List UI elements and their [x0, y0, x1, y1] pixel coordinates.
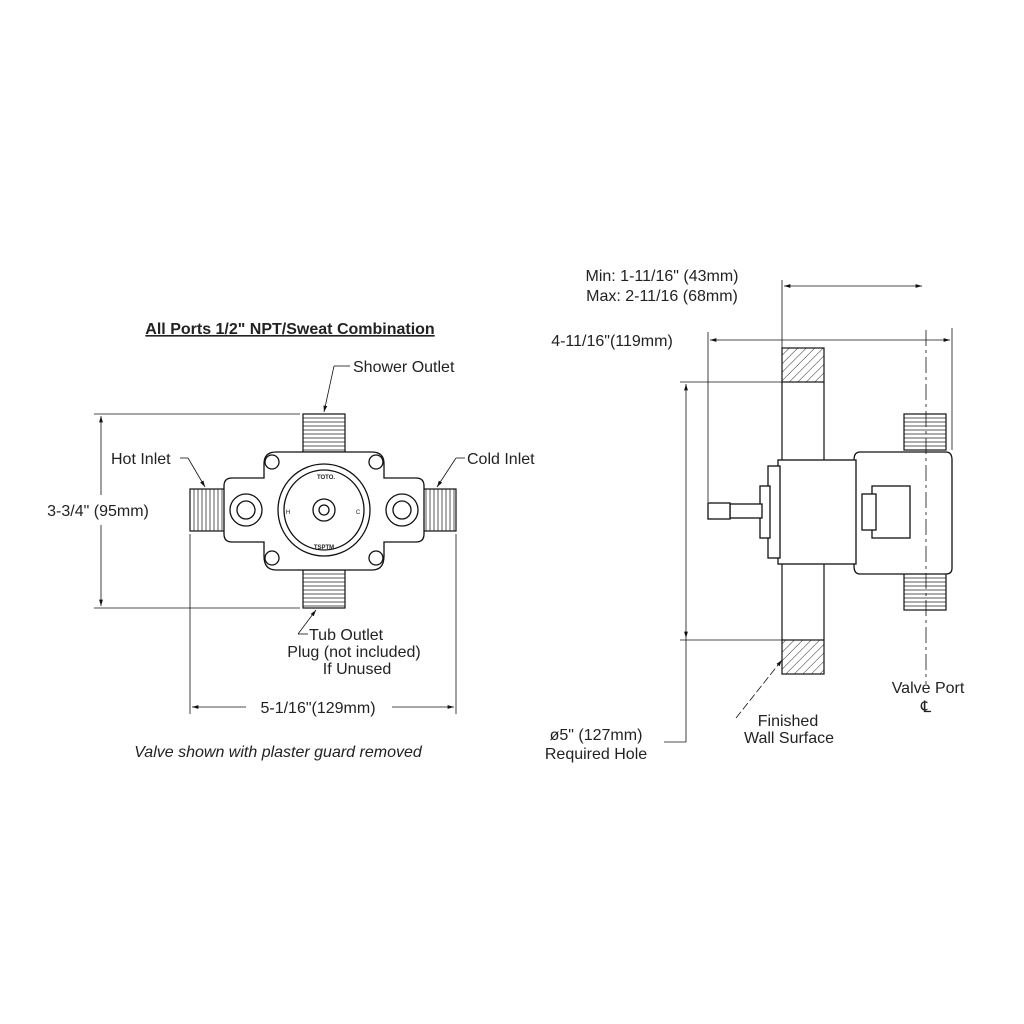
hole-dimension: ø5" (127mm)	[550, 727, 643, 744]
hot-inlet-label: Hot Inlet	[111, 451, 171, 468]
front-view: All Ports 1/2" NPT/Sweat Combination	[47, 321, 535, 761]
side-top-port	[903, 413, 947, 451]
depth-min: Min: 1-11/16" (43mm)	[586, 268, 739, 285]
valve-body-front: TOTO. TSPTM H C	[189, 413, 457, 609]
cold-inlet-label: Cold Inlet	[467, 451, 535, 468]
wall-leader	[735, 659, 783, 719]
cold-marking: C	[356, 510, 361, 516]
side-bottom-port	[903, 571, 947, 611]
plug-note-line-1: Plug (not included)	[287, 644, 420, 661]
front-view-title: All Ports 1/2" NPT/Sweat Combination	[145, 321, 434, 338]
shower-outlet-port	[302, 413, 346, 453]
side-view: Valve Port ℄ Min: 1-11/16" (43mm) Max: 2…	[545, 268, 965, 763]
tub-outlet-port	[302, 569, 346, 609]
shower-outlet-label: Shower Outlet	[353, 359, 455, 376]
depth-max: Max: 2-11/16 (68mm)	[586, 288, 738, 305]
cold-inlet-leader-2	[436, 457, 457, 488]
brand-marking: TOTO.	[317, 475, 335, 481]
wall-label-line-1: Finished	[758, 713, 818, 730]
hot-stop-bolt-inner	[236, 500, 256, 520]
side-port-boss-2	[861, 493, 877, 531]
stem	[729, 503, 763, 519]
plug-note-line-2: If Unused	[323, 661, 391, 678]
cold-stop-bolt-inner	[392, 500, 412, 520]
height-dimension: 3-3/4" (95mm)	[47, 503, 149, 520]
tub-outlet-leader-2	[297, 609, 317, 635]
wall-section-top	[781, 347, 825, 383]
stem-spline	[707, 502, 731, 520]
overall-dimension: 4-11/16"(119mm)	[551, 333, 673, 350]
bonnet	[777, 459, 857, 565]
hot-inlet-port	[189, 488, 229, 532]
valve-port-centerline-symbol: ℄	[920, 699, 932, 716]
mount-ear-br	[368, 550, 384, 566]
wall-label-line-2: Wall Surface	[744, 730, 834, 747]
wall-section-bottom	[781, 639, 825, 675]
mount-ear-tl	[264, 454, 280, 470]
cartridge-stem-core	[318, 504, 330, 516]
mount-ear-bl	[264, 550, 280, 566]
hot-inlet-leader-2	[187, 457, 206, 488]
side-port-boss	[871, 485, 911, 539]
valve-port-label: Valve Port	[892, 680, 965, 697]
shower-outlet-leader-2	[323, 365, 335, 413]
tub-outlet-label: Tub Outlet	[309, 627, 384, 644]
model-marking: TSPTM	[314, 545, 334, 551]
mount-ear-tr	[368, 454, 384, 470]
valve-body-side	[707, 413, 953, 611]
width-dimension: 5-1/16"(129mm)	[260, 700, 375, 717]
caption: Valve shown with plaster guard removed	[134, 744, 423, 761]
hole-required: Required Hole	[545, 746, 647, 763]
hot-marking: H	[286, 510, 290, 516]
